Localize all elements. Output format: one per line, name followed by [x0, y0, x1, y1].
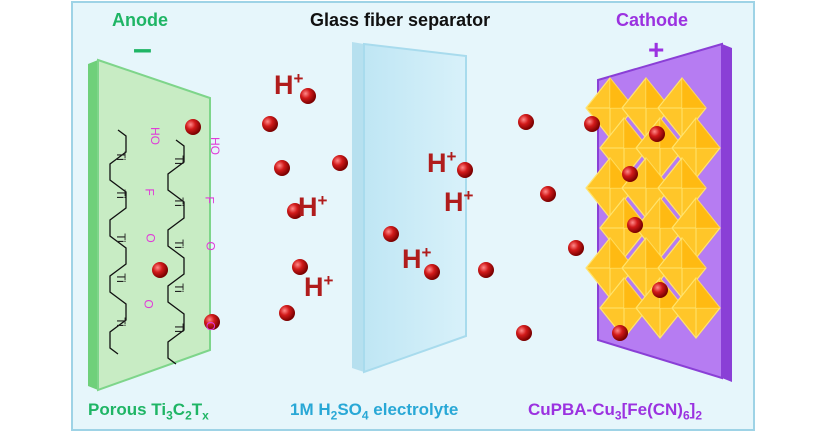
proton-label: H+ — [298, 191, 328, 222]
proton-sphere-icon — [652, 282, 668, 298]
proton-sphere-icon — [612, 325, 628, 341]
functional-group-label: F — [202, 196, 217, 204]
anode-minus-sign: – — [133, 30, 152, 68]
proton-sphere-icon — [518, 114, 534, 130]
titanium-atom-label: Ti — [113, 151, 128, 161]
proton-sphere-icon — [424, 264, 440, 280]
separator — [352, 42, 467, 374]
proton-sphere-icon — [622, 166, 638, 182]
cathode-plus-sign: + — [648, 34, 665, 65]
proton-sphere-icon — [274, 160, 290, 176]
titanium-atom-label: Ti — [171, 283, 186, 293]
anode-label: Anode — [112, 10, 168, 30]
titanium-atom-label: Ti — [171, 239, 186, 249]
proton-sphere-icon — [457, 162, 473, 178]
proton-sphere-icon — [152, 262, 168, 278]
titanium-atom-label: Ti — [113, 189, 128, 199]
proton-label: H+ — [444, 186, 474, 217]
mxene-structure — [109, 129, 185, 365]
proton-sphere-icon — [568, 240, 584, 256]
functional-group-label: O — [141, 299, 156, 309]
titanium-atom-label: Ti — [171, 323, 186, 333]
proton-sphere-icon — [204, 314, 220, 330]
proton-sphere-icon — [287, 203, 303, 219]
separator-label: Glass fiber separator — [310, 10, 491, 30]
proton-sphere-icon — [540, 186, 556, 202]
proton-sphere-icon — [279, 305, 295, 321]
titanium-atom-label: Ti — [113, 273, 128, 283]
cathode-label: Cathode — [616, 10, 688, 30]
proton-sphere-icon — [292, 259, 308, 275]
anode-electrode — [88, 58, 211, 392]
mxene-chain — [109, 129, 127, 355]
titanium-atom-label: Ti — [113, 233, 128, 243]
proton-sphere-icon — [262, 116, 278, 132]
octahedron-icon — [671, 277, 721, 339]
anode-material-label: Porous Ti3C2Tx — [88, 400, 209, 423]
titanium-atom-label: Ti — [113, 317, 128, 327]
proton-label: H+ — [427, 147, 457, 178]
proton-sphere-icon — [185, 119, 201, 135]
proton-sphere-icon — [300, 88, 316, 104]
proton-label: H+ — [402, 243, 432, 274]
proton-sphere-icon — [478, 262, 494, 278]
cathode-material-label: CuPBA-Cu3[Fe(CN)6]2 — [528, 400, 703, 423]
proton-sphere-icon — [332, 155, 348, 171]
functional-group-label: O — [143, 233, 158, 243]
proton-sphere-icon — [516, 325, 532, 341]
mxene-chain — [167, 139, 185, 365]
electrolyte-label: 1M H2SO4 electrolyte — [290, 400, 459, 423]
octahedron-icon — [599, 277, 649, 339]
proton-layer — [152, 88, 668, 341]
proton-label: H+ — [274, 69, 304, 100]
titanium-atom-label: Ti — [171, 155, 186, 165]
functional-group-label: HO — [208, 137, 222, 155]
functional-group-label: O — [203, 241, 218, 251]
proton-sphere-icon — [383, 226, 399, 242]
functional-group-label: F — [142, 188, 157, 196]
proton-sphere-icon — [584, 116, 600, 132]
proton-sphere-icon — [627, 217, 643, 233]
proton-sphere-icon — [649, 126, 665, 142]
functional-group-label: O — [203, 321, 218, 331]
proton-label: H+ — [304, 271, 334, 302]
functional-group-label: HO — [148, 127, 162, 145]
cathode-electrode — [585, 42, 732, 382]
titanium-atom-label: Ti — [171, 197, 186, 207]
